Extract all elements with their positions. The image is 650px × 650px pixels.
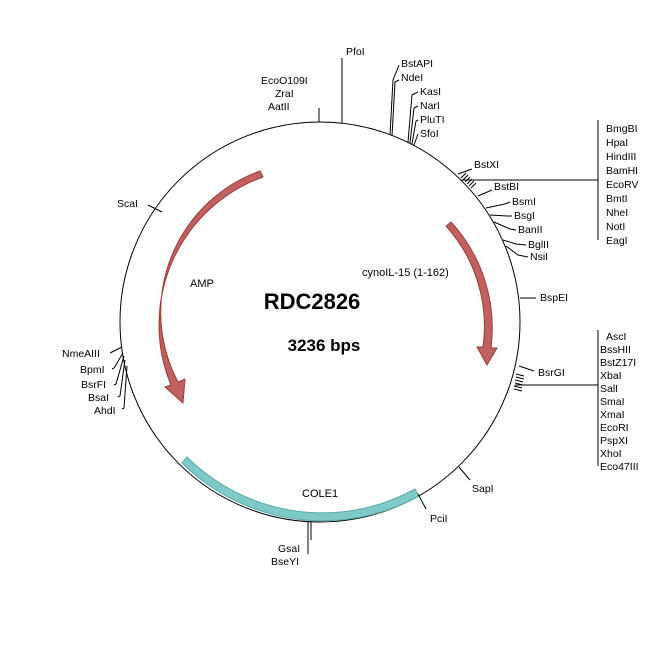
site-aatii-group: EcoO109I ZraI AatII: [261, 75, 320, 122]
site-pcii: PciI: [417, 493, 448, 525]
site-kasi-group: KasI NarI PluTI SfoI: [407, 86, 445, 146]
svg-text:HpaI: HpaI: [606, 137, 628, 149]
svg-text:BseYI: BseYI: [271, 556, 299, 568]
site-nmeaiii-group: NmeAIII BpmI BsrFI BsaI AhdI: [62, 346, 128, 417]
svg-text:SmaI: SmaI: [600, 396, 625, 408]
site-bstapi-group: BstAPI NdeI: [389, 58, 433, 137]
svg-text:SfoI: SfoI: [420, 128, 439, 140]
svg-text:NarI: NarI: [420, 100, 440, 112]
svg-text:Eco47III: Eco47III: [600, 461, 639, 473]
svg-text:NdeI: NdeI: [401, 72, 423, 84]
site-bsrgi: BsrGI: [518, 365, 565, 379]
svg-text:SapI: SapI: [472, 483, 494, 495]
svg-text:ZraI: ZraI: [275, 88, 294, 100]
svg-text:XhoI: XhoI: [600, 448, 622, 460]
svg-text:BsaI: BsaI: [88, 392, 109, 404]
site-bstxi: BstXI: [457, 159, 499, 175]
amp-label: AMP: [190, 278, 214, 290]
svg-text:PciI: PciI: [430, 513, 448, 525]
svg-text:AatII: AatII: [268, 101, 290, 113]
svg-text:BstZ17I: BstZ17I: [600, 357, 636, 369]
svg-text:BssHII: BssHII: [600, 344, 631, 356]
svg-text:XmaI: XmaI: [600, 409, 625, 421]
svg-text:ScaI: ScaI: [117, 198, 138, 210]
site-bspei: BspEI: [520, 292, 568, 304]
svg-text:NmeAIII: NmeAIII: [62, 348, 100, 360]
svg-text:BstXI: BstXI: [474, 159, 499, 171]
svg-text:PfoI: PfoI: [346, 46, 365, 58]
svg-text:BpmI: BpmI: [80, 364, 105, 376]
svg-text:BspEI: BspEI: [540, 292, 568, 304]
svg-text:BsgI: BsgI: [514, 210, 535, 222]
svg-text:NsiI: NsiI: [530, 251, 548, 263]
site-pfoi: PfoI: [341, 46, 365, 123]
svg-text:BsmI: BsmI: [512, 196, 536, 208]
svg-text:NheI: NheI: [606, 207, 628, 219]
site-bstbi: BstBI: [477, 181, 519, 197]
svg-text:BstAPI: BstAPI: [401, 58, 433, 70]
svg-text:BsrFI: BsrFI: [81, 379, 106, 391]
plasmid-size: 3236 bps: [288, 336, 361, 355]
plasmid-backbone: [119, 121, 521, 523]
mcs2-cluster: AscI BssHII BstZ17I XbaI SalI SmaI XmaI …: [513, 330, 639, 473]
svg-text:SalI: SalI: [600, 383, 618, 395]
mcs1-cluster: BmgBI HpaI HindIII BamHI EcoRV BmtI NheI…: [460, 120, 639, 247]
svg-text:BmgBI: BmgBI: [606, 123, 638, 135]
svg-text:EcoRV: EcoRV: [606, 179, 639, 191]
site-scai: ScaI: [117, 198, 163, 213]
svg-text:KasI: KasI: [420, 86, 441, 98]
svg-text:BsrGI: BsrGI: [538, 367, 565, 379]
svg-text:AhdI: AhdI: [94, 405, 116, 417]
svg-text:BanII: BanII: [518, 224, 543, 236]
cyno-label: cynoIL-15 (1-162): [362, 267, 449, 279]
site-bsmi-group: BsmI BsgI BanII: [485, 196, 543, 236]
svg-text:BamHI: BamHI: [606, 165, 638, 177]
cole1-feature: [181, 456, 420, 522]
site-gsai-group: GsaI BseYI: [271, 522, 312, 568]
cole1-label: COLE1: [302, 488, 338, 500]
svg-text:XbaI: XbaI: [600, 370, 622, 382]
svg-text:PluTI: PluTI: [420, 114, 445, 126]
svg-text:AscI: AscI: [606, 331, 626, 343]
amp-arrow: [158, 170, 264, 405]
svg-text:BglII: BglII: [528, 239, 549, 251]
svg-text:PspXI: PspXI: [600, 435, 628, 447]
svg-text:EcoO109I: EcoO109I: [261, 75, 308, 87]
svg-text:BmtI: BmtI: [606, 193, 628, 205]
cyno-arrow: [445, 221, 498, 367]
svg-text:NotI: NotI: [606, 221, 625, 233]
svg-text:GsaI: GsaI: [278, 543, 300, 555]
svg-text:BstBI: BstBI: [494, 181, 519, 193]
plasmid-name: RDC2826: [264, 289, 361, 314]
svg-text:EcoRI: EcoRI: [600, 422, 629, 434]
site-sapi: SapI: [458, 466, 494, 495]
svg-text:EagI: EagI: [606, 235, 628, 247]
site-bglii-group: BglII NsiI: [502, 239, 549, 263]
svg-text:HindIII: HindIII: [606, 151, 636, 163]
